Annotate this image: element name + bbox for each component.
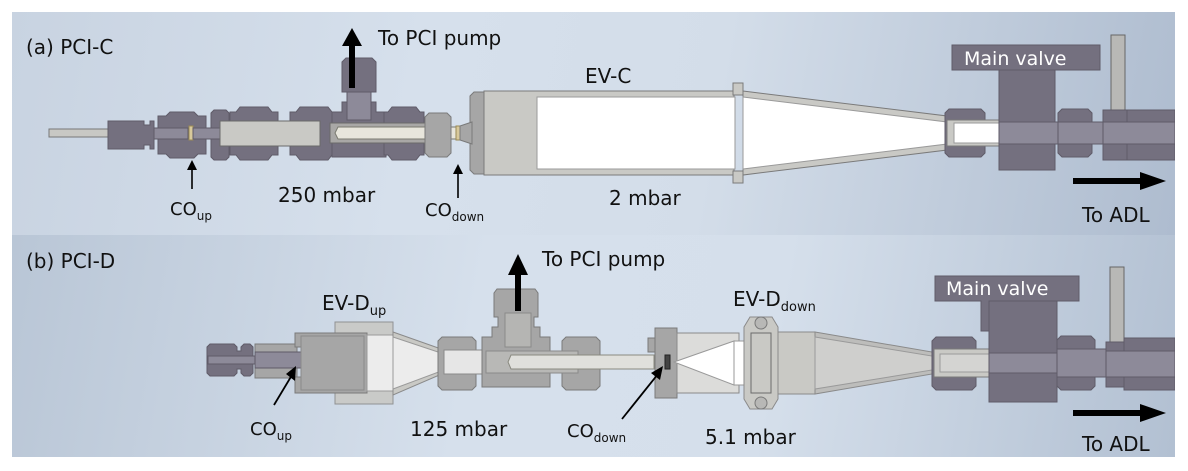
- pressure-down-label: 2 mbar: [609, 186, 682, 210]
- ev-d-up-inner: [300, 335, 365, 391]
- pump-label: To PCI pump: [377, 26, 501, 50]
- valve-inlet-bore: [953, 122, 1001, 144]
- ev-d-down-sleeve: [777, 331, 816, 395]
- exit-label: To ADL: [1081, 203, 1150, 227]
- outlet-tube: [1056, 348, 1108, 378]
- adl-arrow-icon: [1073, 172, 1166, 190]
- main-valve-body: [998, 69, 1056, 171]
- orifice-up-label: COup: [170, 199, 212, 223]
- capillary-inner: [507, 354, 655, 370]
- pressure-up-label: 125 mbar: [410, 417, 508, 441]
- outlet-bore: [1105, 350, 1175, 378]
- pump-arrow-icon: [342, 28, 362, 88]
- tee-branch: [346, 91, 372, 121]
- fitting-small: [107, 120, 155, 150]
- tube: [443, 349, 485, 375]
- fitting-nut: [424, 112, 452, 158]
- ev-c-flange-top: [732, 82, 744, 96]
- panel-b-title: (b) PCI-D: [26, 249, 115, 273]
- inner-tube: [153, 127, 189, 140]
- orifice-down-label: COdown: [425, 200, 484, 224]
- ev-d-down-label: EV-Ddown: [733, 287, 816, 315]
- ev-c-flange-bot: [732, 170, 744, 184]
- orifice-up-arrow-icon: [187, 160, 197, 189]
- outlet-tube: [1057, 121, 1104, 145]
- pci-c-diagram: Main valve (a) PCI-C To PCI pump EV-C 25…: [26, 26, 1175, 227]
- valve-inlet-bore: [939, 353, 991, 373]
- panel-a-title: (a) PCI-C: [26, 35, 113, 59]
- outlet-bore: [1102, 121, 1175, 145]
- adl-arrow-icon: [1073, 404, 1166, 422]
- main-valve-body: [988, 300, 1058, 403]
- main-valve-bore: [988, 352, 1060, 374]
- ev-c-label: EV-C: [585, 64, 631, 88]
- ev-c-cone-in: [459, 121, 473, 145]
- critical-orifice-down: [664, 354, 671, 370]
- orifice-up-arrow-icon: [273, 366, 296, 406]
- pump-label: To PCI pump: [541, 247, 665, 271]
- critical-orifice-up: [188, 125, 194, 141]
- main-valve-label: Main valve: [946, 278, 1049, 300]
- tube: [219, 120, 321, 147]
- vent-tube: [1110, 34, 1126, 111]
- clamp-bolt-top: [754, 316, 768, 330]
- pci-d-diagram: Main valve (b) PCI-D To PCI pump EV-Dup …: [26, 247, 1175, 456]
- orifice-down-label: COdown: [567, 421, 626, 445]
- pressure-up-label: 250 mbar: [278, 183, 376, 207]
- orifice-down-arrow-icon: [453, 164, 463, 198]
- tee-branch: [504, 312, 532, 348]
- exit-label: To ADL: [1081, 432, 1150, 456]
- orifice-down-arrow-icon: [621, 366, 663, 420]
- critical-orifice-down: [455, 125, 461, 141]
- inner-tube: [254, 351, 302, 369]
- ev-c-chamber: [536, 96, 736, 170]
- main-valve-bore: [998, 121, 1060, 145]
- ev-d-up-chamber: [366, 334, 394, 392]
- ev-d-down-window: [733, 340, 745, 386]
- ev-d-up-label: EV-Dup: [322, 291, 386, 319]
- clamp-bolt-bot: [754, 396, 768, 410]
- panel-b-pci-d: Main valve (b) PCI-D To PCI pump EV-Dup …: [12, 235, 1175, 457]
- clamp-ring: [750, 332, 772, 394]
- main-valve-label: Main valve: [964, 48, 1067, 70]
- vent-tube: [1109, 266, 1125, 343]
- panel-a-pci-c: Main valve (a) PCI-C To PCI pump EV-C 25…: [12, 12, 1175, 235]
- pressure-down-label: 5.1 mbar: [705, 425, 797, 449]
- orifice-up-label: COup: [250, 419, 292, 443]
- pump-arrow-icon: [508, 254, 528, 311]
